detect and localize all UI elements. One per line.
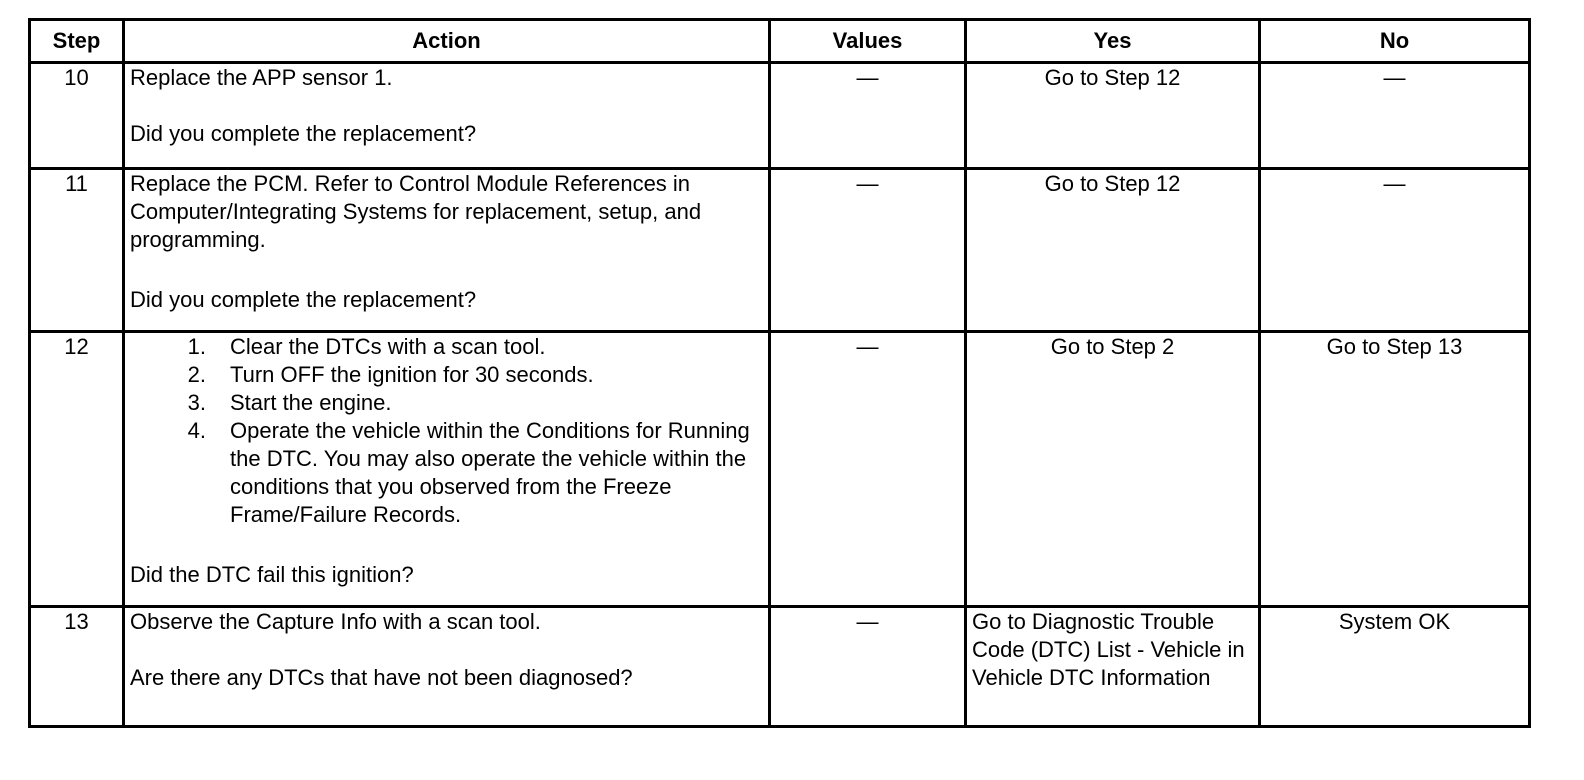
header-step: Step <box>28 18 125 64</box>
table-header-row: Step Action Values Yes No <box>28 18 1531 64</box>
table-row: 10 Replace the APP sensor 1. Did you com… <box>28 61 1531 170</box>
table-row: 12 1.Clear the DTCs with a scan tool. 2.… <box>28 330 1531 608</box>
action-text: Observe the Capture Info with a scan too… <box>130 609 541 634</box>
list-item: 4.Operate the vehicle within the Conditi… <box>187 418 750 527</box>
action-cell: Replace the PCM. Refer to Control Module… <box>122 167 771 333</box>
action-cell: Replace the APP sensor 1. Did you comple… <box>122 61 771 170</box>
diagnostic-table-container: Step Action Values Yes No 10 Replace the… <box>28 18 1531 728</box>
values-cell: — <box>768 167 967 333</box>
action-question: Are there any DTCs that have not been di… <box>130 665 633 690</box>
action-question: Did you complete the replacement? <box>130 121 477 146</box>
yes-link[interactable]: Go to Diagnostic Trouble Code (DTC) List… <box>964 605 1261 728</box>
step-cell: 11 <box>28 167 125 333</box>
no-cell: — <box>1258 167 1531 333</box>
step-cell: 10 <box>28 61 125 170</box>
action-text: Replace the APP sensor 1. <box>130 65 393 90</box>
step-cell: 12 <box>28 330 125 608</box>
diagnostic-table: Step Action Values Yes No 10 Replace the… <box>28 18 1531 728</box>
yes-link[interactable]: Go to Step 2 <box>964 330 1261 608</box>
no-link[interactable]: Go to Step 13 <box>1258 330 1531 608</box>
header-action: Action <box>122 18 771 64</box>
table-row: 13 Observe the Capture Info with a scan … <box>28 605 1531 728</box>
values-cell: — <box>768 330 967 608</box>
action-cell: 1.Clear the DTCs with a scan tool. 2.Tur… <box>122 330 771 608</box>
header-no: No <box>1258 18 1531 64</box>
values-cell: — <box>768 605 967 728</box>
action-text: Replace the PCM. Refer to Control Module… <box>130 171 702 252</box>
action-cell: Observe the Capture Info with a scan too… <box>122 605 771 728</box>
header-values: Values <box>768 18 967 64</box>
yes-link[interactable]: Go to Step 12 <box>964 167 1261 333</box>
list-item: 2.Turn OFF the ignition for 30 seconds. <box>187 362 594 387</box>
table-row: 11 Replace the PCM. Refer to Control Mod… <box>28 167 1531 333</box>
list-item: 1.Clear the DTCs with a scan tool. <box>187 334 546 359</box>
action-question: Did you complete the replacement? <box>130 287 477 312</box>
list-item: 3.Start the engine. <box>187 390 392 415</box>
action-question: Did the DTC fail this ignition? <box>130 562 414 587</box>
no-cell: — <box>1258 61 1531 170</box>
no-cell: System OK <box>1258 605 1531 728</box>
values-cell: — <box>768 61 967 170</box>
header-yes: Yes <box>964 18 1261 64</box>
step-cell: 13 <box>28 605 125 728</box>
procedure-list: 1.Clear the DTCs with a scan tool. 2.Tur… <box>130 333 763 529</box>
yes-link[interactable]: Go to Step 12 <box>964 61 1261 170</box>
